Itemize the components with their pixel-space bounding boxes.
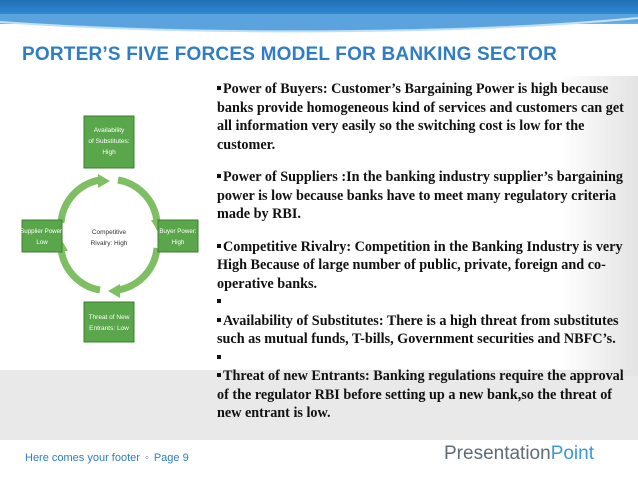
right-shade <box>560 76 638 376</box>
bullet-square-icon <box>217 299 221 303</box>
force-entrants-line1: Threat of New <box>89 314 130 321</box>
five-forces-diagram: Availability of Substitutes: High Suppli… <box>20 115 199 343</box>
bullet-item: Competitive Rivalry: Competition in the … <box>217 238 629 294</box>
force-rivalry-line1: Competitive <box>92 229 127 236</box>
bullet-list: Power of Buyers: Customer’s Bargaining P… <box>217 80 629 423</box>
bullet-square-icon <box>217 373 221 377</box>
cycle-arrows <box>57 176 161 294</box>
force-substitutes-line1: Availability <box>94 127 125 134</box>
footer-page: Page 9 <box>153 452 189 464</box>
bullet-square-icon <box>217 317 221 322</box>
bullet-square-icon <box>217 174 221 178</box>
force-rivalry: Competitive Rivalry: High <box>84 223 134 251</box>
force-rivalry-line2: Rivalry: High <box>91 240 128 247</box>
force-buyer-power: Buyer Power: High <box>157 219 199 253</box>
top-banner-wave <box>0 14 638 33</box>
bullet-item: Availability of Substitutes: There is a … <box>217 312 629 349</box>
bullet-text: Availability of Substitutes: There is a … <box>217 312 619 348</box>
footer-panel <box>0 370 638 440</box>
bullet-text: Power of Buyers: Customer’s Bargaining P… <box>217 81 624 153</box>
bullet-text: Power of Suppliers :In the banking indus… <box>217 169 623 222</box>
bullet-item-empty <box>217 293 629 312</box>
bullet-square-icon <box>217 243 221 248</box>
footer-separator: ◦ <box>144 452 149 464</box>
brand-logo-part2: Point <box>550 443 594 464</box>
slide-footer: Here comes your footer ◦ Page 9 <box>25 452 189 464</box>
bullet-square-icon <box>217 86 221 90</box>
force-substitutes-line3: High <box>102 149 116 156</box>
force-entrants-line2: Entrants: Low <box>89 325 129 332</box>
force-supplier-line2: Low <box>36 239 48 246</box>
bullet-item: Power of Buyers: Customer’s Bargaining P… <box>217 80 629 154</box>
brand-logo: PresentationPoint <box>444 443 594 465</box>
slide-title: PORTER’S FIVE FORCES MODEL FOR BANKING S… <box>22 44 558 65</box>
force-buyer-line1: Buyer Power: <box>159 228 196 235</box>
bullet-text: Competitive Rivalry: Competition in the … <box>217 238 623 292</box>
footer-text: Here comes your footer <box>25 452 140 464</box>
bullet-item: Power of Suppliers :In the banking indus… <box>217 168 629 224</box>
bullet-item: Threat of new Entrants: Banking regulati… <box>217 367 629 423</box>
bullet-text: Threat of new Entrants: Banking regulati… <box>217 368 624 421</box>
force-supplier-line1: Supplier Power: <box>20 228 64 235</box>
force-new-entrants: Threat of New Entrants: Low <box>83 301 135 343</box>
force-supplier-power: Supplier Power: Low <box>20 219 64 253</box>
force-buyer-line2: High <box>172 239 185 246</box>
bullet-item-empty <box>217 349 629 368</box>
force-substitutes-line2: of Substitutes: <box>88 138 129 145</box>
brand-logo-part1: Presentation <box>444 443 551 464</box>
bullet-square-icon <box>217 354 221 359</box>
force-substitutes: Availability of Substitutes: High <box>83 115 135 169</box>
